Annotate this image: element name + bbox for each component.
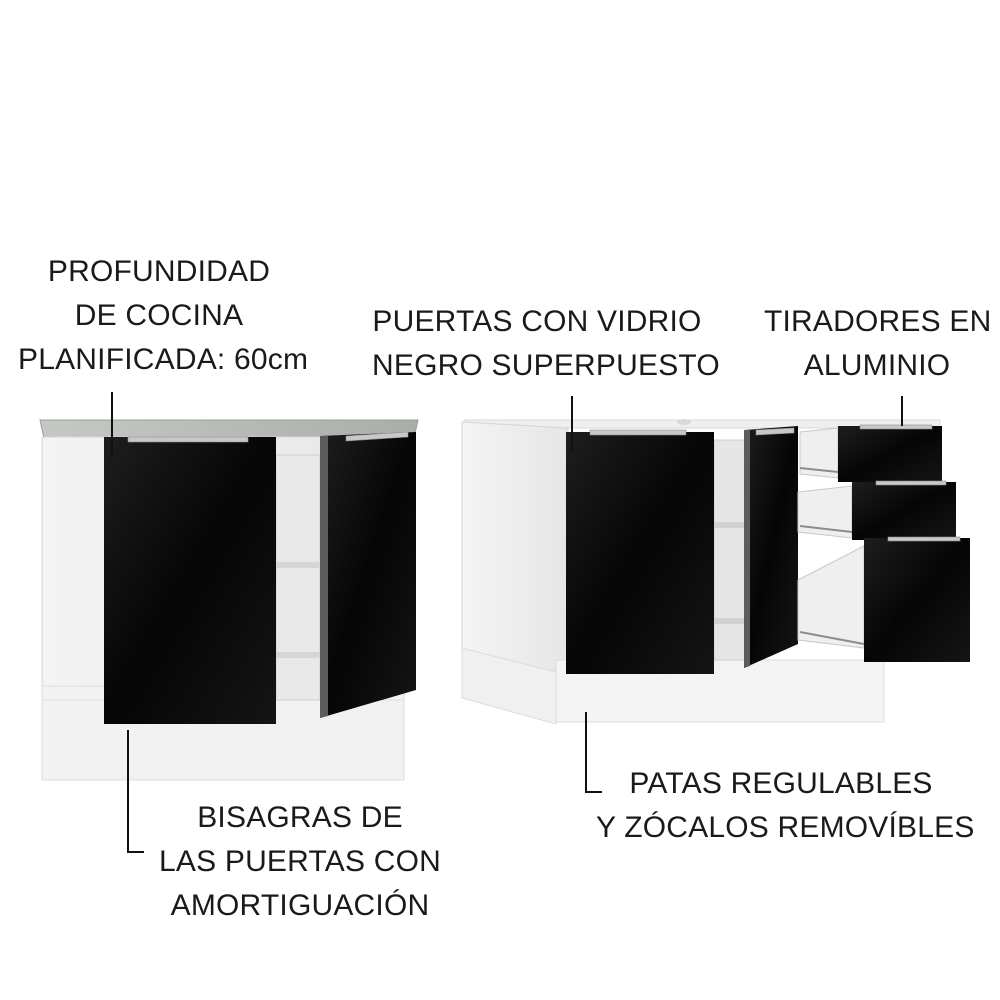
handle xyxy=(755,427,795,436)
callout-legs: PATAS REGULABLES Y ZÓCALOS REMOVÍBLES xyxy=(596,762,975,850)
handle xyxy=(589,429,687,436)
drawer-front-bottom xyxy=(864,538,970,662)
handle xyxy=(875,480,947,486)
callout-depth-line-3: PLANIFICADA: 60cm xyxy=(18,343,309,376)
callout-doors-line-1: PUERTAS CON VIDRIO xyxy=(372,305,702,338)
handle xyxy=(345,431,409,442)
callout-hinges-line-3: AMORTIGUACIÓN xyxy=(170,889,430,922)
cabinet-interior xyxy=(713,439,747,661)
callout-depth-line-1: PROFUNDIDAD xyxy=(47,255,271,288)
cabinet-interior xyxy=(275,454,321,701)
right-door xyxy=(744,426,798,668)
leader-legs xyxy=(585,712,602,793)
callout-doors-line-2: NEGRO SUPERPUESTO xyxy=(372,349,720,382)
left-door xyxy=(104,437,276,724)
handle xyxy=(859,424,933,430)
right-door xyxy=(320,432,416,718)
callout-handles-line-2: ALUMINIO xyxy=(803,349,951,382)
callout-depth-line-2: DE COCINA xyxy=(74,299,244,332)
drawer-front-top xyxy=(838,426,942,482)
callout-handles: TIRADORES EN ALUMINIO xyxy=(764,300,992,388)
leader-hinges xyxy=(127,730,144,853)
handle xyxy=(887,536,961,542)
drawer-front-middle xyxy=(852,482,956,540)
callout-legs-line-1: PATAS REGULABLES xyxy=(629,767,933,800)
callout-hinges: BISAGRAS DE LAS PUERTAS CON AMORTIGUACIÓ… xyxy=(158,796,442,928)
callout-hinges-line-2: LAS PUERTAS CON xyxy=(159,845,441,878)
right-cabinet xyxy=(461,419,970,725)
callout-hinges-line-1: BISAGRAS DE xyxy=(197,801,403,834)
callout-doors: PUERTAS CON VIDRIO NEGRO SUPERPUESTO xyxy=(372,300,720,388)
left-cabinet xyxy=(39,419,419,781)
cabinet-plinth xyxy=(461,647,557,725)
callout-legs-line-2: Y ZÓCALOS REMOVÍBLES xyxy=(596,811,975,844)
callout-handles-line-1: TIRADORES EN xyxy=(764,305,992,338)
left-door xyxy=(566,432,714,674)
handle xyxy=(127,436,249,443)
callout-depth: PROFUNDIDAD DE COCINA PLANIFICADA: 60cm xyxy=(18,250,309,382)
leader-lines xyxy=(111,392,903,853)
